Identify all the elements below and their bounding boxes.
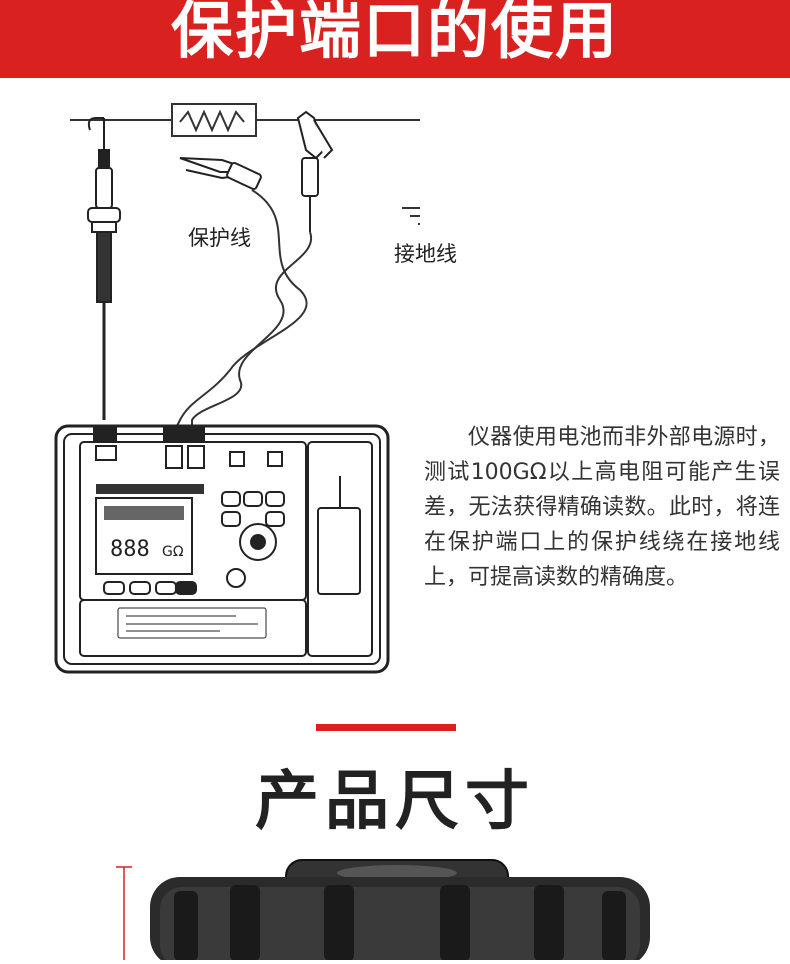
lcd-unit: GΩ — [162, 544, 184, 560]
probe-icon — [87, 117, 121, 420]
circuit-wires — [70, 119, 420, 121]
section-divider — [316, 724, 456, 731]
guard-port-description: 仪器使用电池而非外部电源时，测试100GΩ以上高电阻可能产生误差，无法获得精确读… — [424, 425, 780, 590]
section-title: 产品尺寸 — [255, 765, 535, 839]
page-title: 保护端口的使用 — [170, 0, 619, 67]
title-banner — [0, 0, 790, 78]
label-plate — [117, 607, 267, 639]
twisted-lead — [173, 189, 313, 433]
product-case-image — [110, 855, 670, 964]
terminals — [93, 427, 283, 469]
alligator-clip-icon — [179, 110, 334, 232]
keypad — [103, 491, 285, 595]
lcd-reading: 888 — [110, 537, 150, 562]
ground-symbol — [402, 207, 420, 225]
ground-wire-label: 接地线 — [394, 242, 457, 266]
wiring-diagram: 888 GΩ — [0, 78, 420, 688]
lcd-display: 888 GΩ — [95, 484, 204, 575]
resistor-symbol — [171, 103, 257, 137]
guard-wire-label: 保护线 — [188, 226, 251, 250]
